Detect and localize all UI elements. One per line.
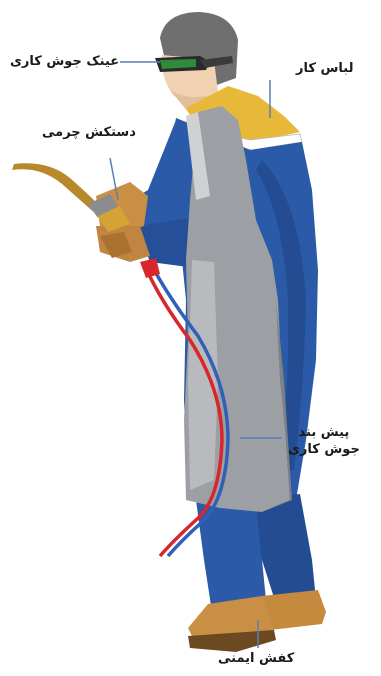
label-gloves: دستکش چرمی <box>42 124 136 141</box>
label-apron-line2: جوش کاری <box>288 441 360 458</box>
apron-highlight <box>188 260 218 490</box>
label-apron: پیش بند جوش کاری <box>288 424 360 458</box>
safety-shoes <box>188 590 326 652</box>
label-goggles: عینک جوش کاری <box>10 53 119 70</box>
label-suit: لباس کار <box>296 60 353 77</box>
label-shoes: کفش ایمنی <box>218 650 294 667</box>
label-apron-line1: پیش بند <box>288 424 360 441</box>
